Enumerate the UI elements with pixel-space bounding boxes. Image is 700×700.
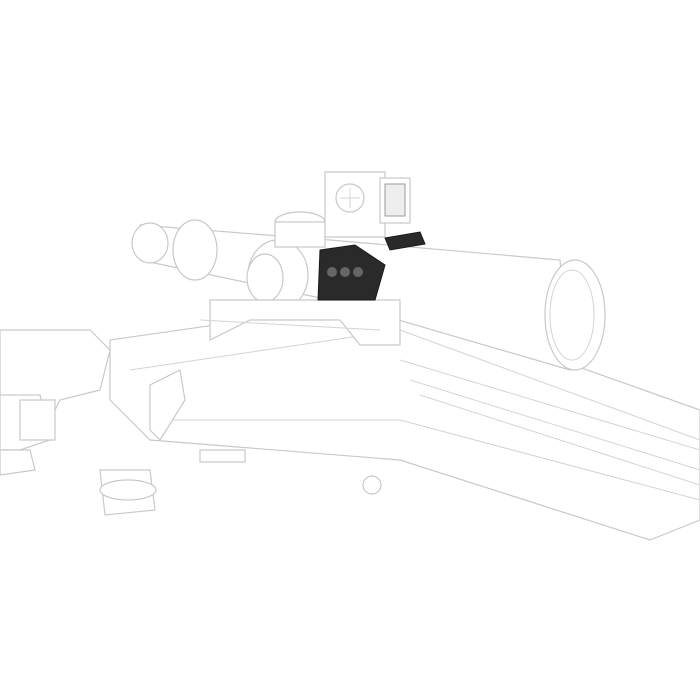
red-dot-sight bbox=[324, 171, 411, 238]
scope-mount bbox=[199, 231, 426, 346]
